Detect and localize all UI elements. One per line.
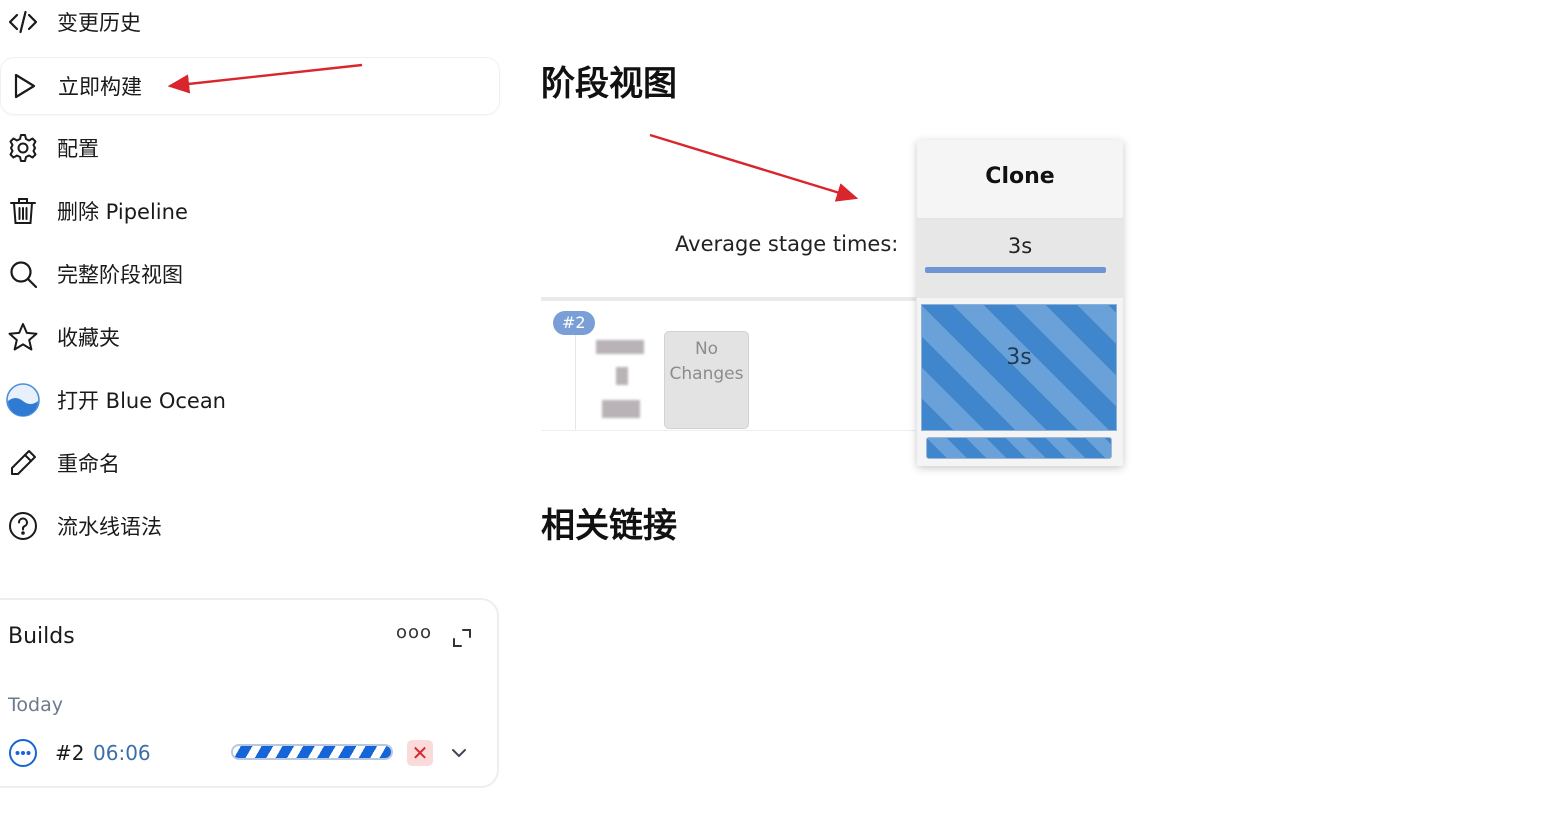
builds-group-label: Today <box>8 694 63 716</box>
sidebar-item-label: 变更历史 <box>57 11 141 35</box>
stage-view-title: 阶段视图 <box>541 64 677 104</box>
divider <box>541 297 916 301</box>
build-progress-bar <box>231 744 393 760</box>
help-icon <box>6 509 40 543</box>
average-stage-times-label: Average stage times: <box>675 232 899 256</box>
builds-panel: Builds ooo Today #2 06:06 ✕ <box>0 598 499 788</box>
sidebar-item-rename[interactable]: 重命名 <box>0 435 500 491</box>
in-progress-status-icon <box>8 738 38 768</box>
stage-cell-duration: 3s <box>1006 345 1032 370</box>
no-changes-box: No Changes <box>664 331 749 429</box>
stage-average-time: 3s <box>1007 234 1033 258</box>
expand-icon[interactable] <box>451 627 473 649</box>
build-number-link[interactable]: #2 <box>55 741 85 765</box>
run-commit-info <box>575 330 664 430</box>
sidebar-item-delete-pipeline[interactable]: 删除 Pipeline <box>0 183 500 239</box>
stage-name: Clone <box>985 164 1055 189</box>
sidebar-item-label: 重命名 <box>57 452 120 476</box>
sidebar-item-change-history[interactable]: 变更历史 <box>0 0 500 50</box>
pencil-icon <box>6 446 40 480</box>
sidebar-item-blue-ocean[interactable]: 打开 Blue Ocean <box>0 372 500 428</box>
trash-icon <box>6 194 40 228</box>
build-row[interactable]: #2 06:06 ✕ <box>8 736 478 772</box>
stage-average-bar <box>925 267 1106 273</box>
sidebar-item-favorites[interactable]: 收藏夹 <box>0 309 500 365</box>
chevron-down-icon[interactable] <box>450 744 468 762</box>
star-icon <box>6 320 40 354</box>
sidebar-item-label: 打开 Blue Ocean <box>57 389 226 413</box>
sidebar-item-label: 删除 Pipeline <box>57 200 188 224</box>
run-row: #2 No Changes <box>541 302 916 431</box>
build-time: 06:06 <box>93 741 151 765</box>
code-icon <box>6 5 40 39</box>
play-icon <box>7 69 41 103</box>
stage-column-clone: Clone 3s 3s <box>917 140 1123 466</box>
sidebar-item-label: 完整阶段视图 <box>57 263 183 287</box>
stage-cell-running[interactable]: 3s <box>921 304 1117 431</box>
stage-average-box: 3s <box>917 220 1123 298</box>
sidebar-item-label: 立即构建 <box>58 75 142 99</box>
sidebar-item-pipeline-syntax[interactable]: 流水线语法 <box>0 498 500 554</box>
more-options-button[interactable]: ooo <box>396 622 433 643</box>
search-icon <box>6 257 40 291</box>
sidebar-item-label: 配置 <box>57 137 99 161</box>
sidebar-item-full-stage-view[interactable]: 完整阶段视图 <box>0 246 500 302</box>
sidebar-item-build-now[interactable]: 立即构建 <box>0 57 500 115</box>
no-changes-line1: No <box>694 339 719 359</box>
stage-progress-bar <box>926 437 1112 459</box>
cancel-build-button[interactable]: ✕ <box>407 740 433 766</box>
gear-icon <box>6 131 40 165</box>
sidebar-item-label: 流水线语法 <box>57 515 162 539</box>
run-badge[interactable]: #2 <box>553 311 595 335</box>
stage-view-header <box>541 220 916 300</box>
arrow-to-stage <box>649 133 859 202</box>
blue-ocean-icon <box>6 383 40 417</box>
no-changes-line2: Changes <box>669 364 744 384</box>
related-links-title: 相关链接 <box>541 506 677 546</box>
builds-title: Builds <box>8 624 75 649</box>
sidebar-item-configure[interactable]: 配置 <box>0 120 500 176</box>
stage-header: Clone <box>917 140 1123 220</box>
sidebar-item-label: 收藏夹 <box>57 326 120 350</box>
